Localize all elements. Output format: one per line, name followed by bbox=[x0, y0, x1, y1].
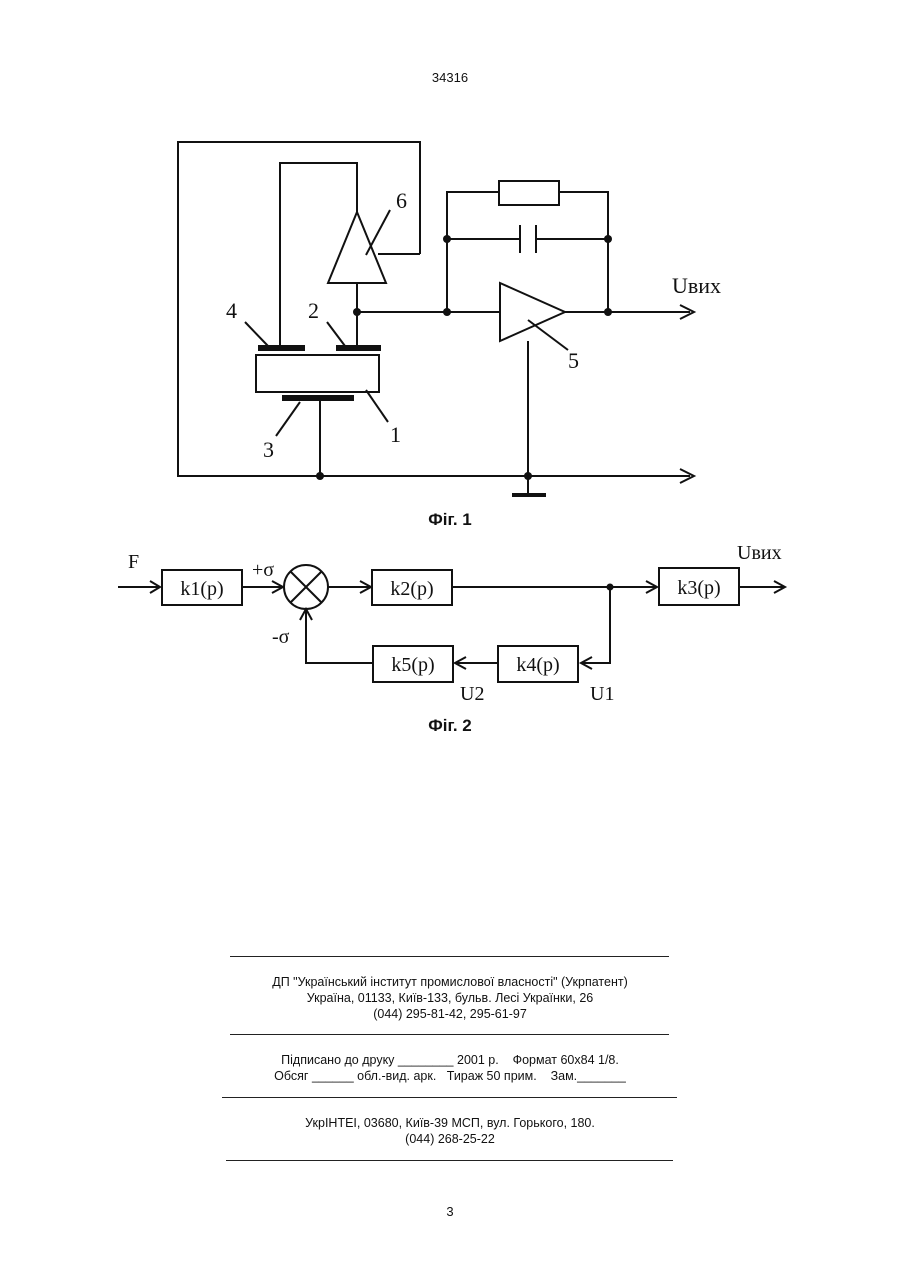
label-element-4: 4 bbox=[226, 298, 237, 323]
junction-dot bbox=[604, 308, 612, 316]
publisher-name: ДП "Український інститут промислової вла… bbox=[0, 974, 900, 990]
junction-dot bbox=[353, 308, 361, 316]
feedback-resistor bbox=[499, 181, 559, 205]
electrode-3 bbox=[282, 395, 354, 401]
junction-dot bbox=[524, 472, 532, 480]
page-number: 3 bbox=[0, 1204, 900, 1219]
print-details-line1: Підписано до друку ________ 2001 р. Форм… bbox=[0, 1052, 900, 1068]
footer-divider bbox=[222, 1097, 677, 1098]
junction-dot bbox=[443, 308, 451, 316]
footer-divider bbox=[230, 1034, 669, 1035]
ground-symbol bbox=[512, 493, 546, 497]
electrode-4 bbox=[258, 345, 305, 351]
branch-dot bbox=[607, 584, 614, 591]
figure2-block-diagram: F +σ -σ Uвих k1(p) k2(p) k3(p) k4(p) k5(… bbox=[0, 535, 900, 715]
printer-phone: (044) 268-25-22 bbox=[0, 1131, 900, 1147]
label-element-6: 6 bbox=[396, 188, 407, 213]
plus-sigma-label: +σ bbox=[252, 559, 274, 581]
footer-divider bbox=[230, 956, 669, 957]
amplifier-5 bbox=[500, 283, 565, 341]
label-element-3: 3 bbox=[263, 437, 274, 462]
junction-dot bbox=[604, 235, 612, 243]
junction-dot bbox=[443, 235, 451, 243]
outer-feedback-wire bbox=[178, 142, 690, 476]
footer-divider bbox=[226, 1160, 673, 1161]
minus-sigma-label: -σ bbox=[272, 626, 290, 648]
label-element-1: 1 bbox=[390, 422, 401, 447]
figure1-caption: Фіг. 1 bbox=[0, 510, 900, 530]
print-details-line2: Обсяг ______ обл.-вид. арк. Тираж 50 при… bbox=[0, 1068, 900, 1084]
input-label-F: F bbox=[128, 551, 139, 573]
label-element-5: 5 bbox=[568, 348, 579, 373]
block-k5-label: k5(p) bbox=[391, 654, 434, 676]
piezo-element-1 bbox=[256, 355, 379, 392]
block-k3-label: k3(p) bbox=[677, 577, 720, 599]
block-k2-label: k2(p) bbox=[390, 578, 433, 600]
publisher-address: Україна, 01133, Київ-133, бульв. Лесі Ук… bbox=[0, 990, 900, 1006]
electrode-2 bbox=[336, 345, 381, 351]
printer-address: УкрІНТЕІ, 03680, Київ-39 МСП, вул. Горьк… bbox=[0, 1115, 900, 1131]
u1-label: U1 bbox=[590, 683, 614, 705]
u2-label: U2 bbox=[460, 683, 484, 705]
block-k4-label: k4(p) bbox=[516, 654, 559, 676]
label-element-2: 2 bbox=[308, 298, 319, 323]
output-label: Uвих bbox=[737, 542, 782, 564]
label-output-voltage: Uвих bbox=[672, 273, 721, 298]
publisher-phone: (044) 295-81-42, 295-61-97 bbox=[0, 1006, 900, 1022]
junction-dot bbox=[316, 472, 324, 480]
figure2-caption: Фіг. 2 bbox=[0, 716, 900, 736]
block-k1-label: k1(p) bbox=[180, 578, 223, 600]
figure1-circuit-diagram: 6 4 2 3 1 5 Uвих bbox=[0, 0, 900, 510]
buffer-amplifier-6 bbox=[328, 212, 386, 283]
